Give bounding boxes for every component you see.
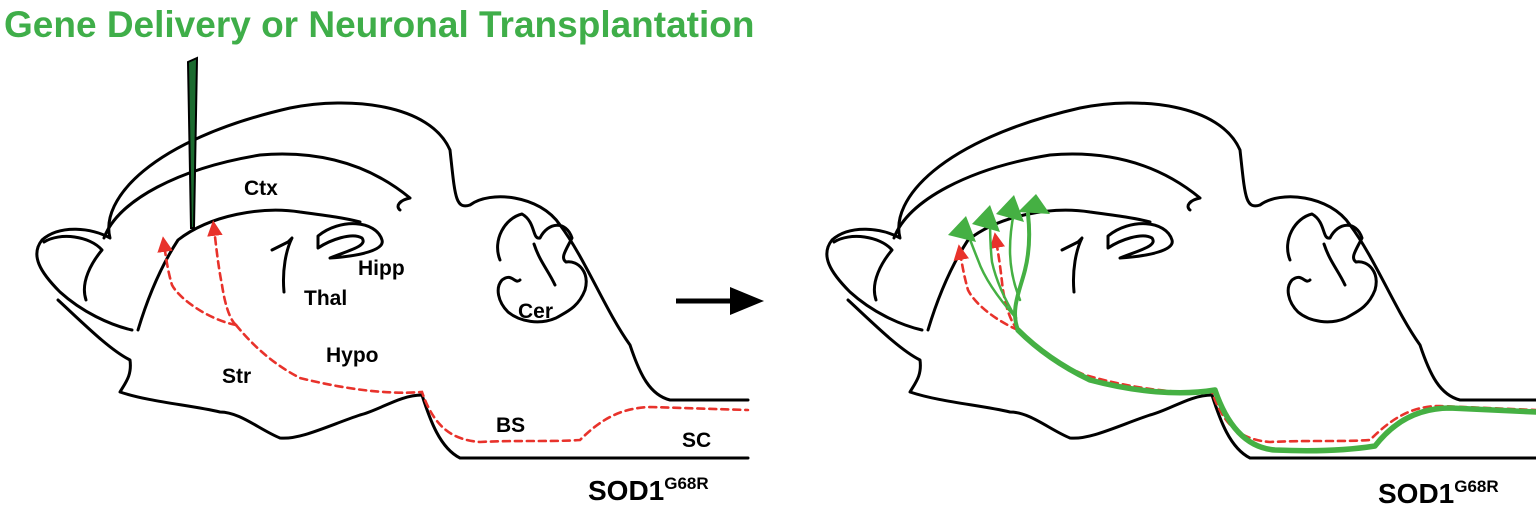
neuron-soma-3 — [996, 195, 1024, 222]
green-axon-main — [1015, 327, 1536, 454]
neuron-soma-2 — [972, 205, 1000, 232]
left-model-mutation: G68R — [664, 474, 708, 493]
right-model-name: SOD1 — [1378, 478, 1454, 509]
left-model-label: SOD1G68R — [588, 474, 709, 506]
left-panel: Ctx Hipp Thal Cer Str Hypo BS SC SOD1G68… — [35, 56, 750, 506]
green-dendrite-3 — [1008, 210, 1022, 302]
right-model-label: SOD1G68R — [1378, 477, 1499, 509]
figure-title: Gene Delivery or Neuronal Transplantatio… — [4, 4, 755, 45]
tract-right-branch — [953, 244, 1020, 332]
label-hipp: Hipp — [358, 257, 405, 280]
label-thal: Thal — [304, 287, 347, 310]
label-sc: SC — [682, 429, 711, 452]
neuron-soma-4 — [1018, 194, 1050, 214]
tract-right-descending — [1016, 328, 1536, 444]
left-model-name: SOD1 — [588, 475, 664, 506]
injection-needle-icon — [186, 56, 199, 229]
neuron-soma-1 — [948, 216, 976, 242]
green-axon-stem — [1013, 212, 1032, 332]
right-brain-outline — [825, 101, 1536, 460]
tract-left-branch — [157, 236, 238, 327]
right-arrow-icon — [676, 287, 764, 315]
label-hypo: Hypo — [326, 344, 379, 367]
right-model-mutation: G68R — [1454, 477, 1498, 496]
tract-left-main — [207, 220, 238, 327]
label-cer: Cer — [518, 300, 553, 323]
label-bs: BS — [496, 414, 525, 437]
label-ctx: Ctx — [244, 177, 278, 200]
tract-left-descending — [234, 323, 750, 444]
right-panel: SOD1G68R — [825, 101, 1536, 509]
label-str: Str — [222, 365, 251, 388]
left-brain-outline — [35, 101, 750, 460]
tract-right-main — [989, 232, 1020, 332]
